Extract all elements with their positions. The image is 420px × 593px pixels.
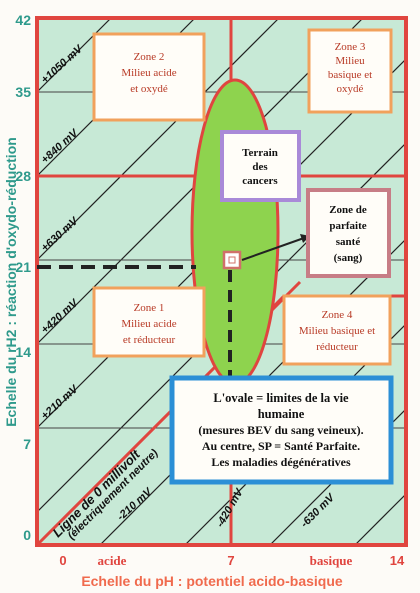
x-tick: 14 — [390, 553, 405, 568]
svg-text:réducteur: réducteur — [316, 341, 358, 353]
y-axis-title: Echelle du rH2 : réaction d'oxydo-réduct… — [3, 137, 19, 427]
svg-text:Zone de: Zone de — [329, 204, 367, 216]
y-tick: 7 — [23, 436, 31, 452]
note-line: humaine — [258, 407, 305, 421]
note-line: L'ovale = limites de la vie — [213, 391, 349, 405]
svg-text:cancers: cancers — [242, 175, 278, 187]
svg-text:et oxydé: et oxydé — [130, 83, 168, 95]
svg-text:Milieu basique et: Milieu basique et — [299, 325, 375, 337]
y-tick: 0 — [23, 527, 31, 543]
diagonal-line — [37, 18, 112, 93]
plot-frame — [35, 16, 408, 547]
svg-text:Zone 3: Zone 3 — [335, 41, 366, 53]
svg-text:(sang): (sang) — [334, 252, 363, 264]
svg-text:et réducteur: et réducteur — [123, 334, 176, 346]
health-arrow — [241, 237, 305, 261]
x-tick: 0 — [59, 553, 66, 568]
y-ticks: 42 35 28 21 14 7 0 — [15, 12, 31, 543]
note-line: (mesures BEV du sang veineux). — [198, 423, 363, 437]
note-line: Au centre, SP = Santé Parfaite. — [202, 439, 360, 453]
x-words: acide basique — [98, 553, 353, 568]
svg-text:Milieu acide: Milieu acide — [121, 67, 176, 79]
diagonal-line — [37, 18, 280, 261]
y-tick: 28 — [15, 168, 31, 184]
svg-text:oxydé: oxydé — [337, 83, 364, 95]
y-tick: 21 — [15, 259, 31, 275]
svg-text:basique et: basique et — [328, 69, 372, 81]
y-tick: 42 — [15, 12, 31, 28]
svg-text:parfaite: parfaite — [329, 220, 366, 232]
note-line: Les maladies dégénératives — [211, 455, 351, 469]
svg-text:santé: santé — [336, 236, 361, 248]
diagonal-line — [354, 493, 406, 545]
x-word-acide: acide — [98, 553, 127, 568]
svg-text:Milieu: Milieu — [335, 55, 365, 67]
svg-text:Terrain: Terrain — [242, 147, 278, 159]
health-marker-inner — [228, 256, 236, 264]
x-axis-title: Echelle du pH : potentiel acido-basique — [81, 573, 343, 589]
svg-text:Zone 2: Zone 2 — [134, 51, 165, 63]
x-word-basique: basique — [310, 553, 353, 568]
zone4-box: Zone 4 Milieu basique et réducteur — [282, 294, 392, 366]
x-tick: 7 — [227, 553, 234, 568]
svg-text:Milieu acide: Milieu acide — [121, 318, 176, 330]
svg-text:Zone 4: Zone 4 — [322, 309, 353, 321]
zone1-box: Zone 1 Milieu acide et réducteur — [92, 286, 206, 358]
zone2-box: Zone 2 Milieu acide et oxydé — [92, 32, 206, 122]
svg-text:Zone 1: Zone 1 — [134, 302, 165, 314]
x-ticks: 0 7 14 — [59, 553, 405, 568]
note-box: L'ovale = limites de la vie humaine (mes… — [169, 375, 394, 485]
y-tick: 35 — [15, 84, 31, 100]
svg-text:des: des — [252, 161, 268, 173]
perfect-health-box: Zone de parfaite santé (sang) — [306, 188, 391, 278]
y-tick: 14 — [15, 344, 31, 360]
zone3-box: Zone 3 Milieu basique et oxydé — [307, 28, 393, 114]
cancer-terrain-box: Terrain des cancers — [220, 130, 301, 202]
